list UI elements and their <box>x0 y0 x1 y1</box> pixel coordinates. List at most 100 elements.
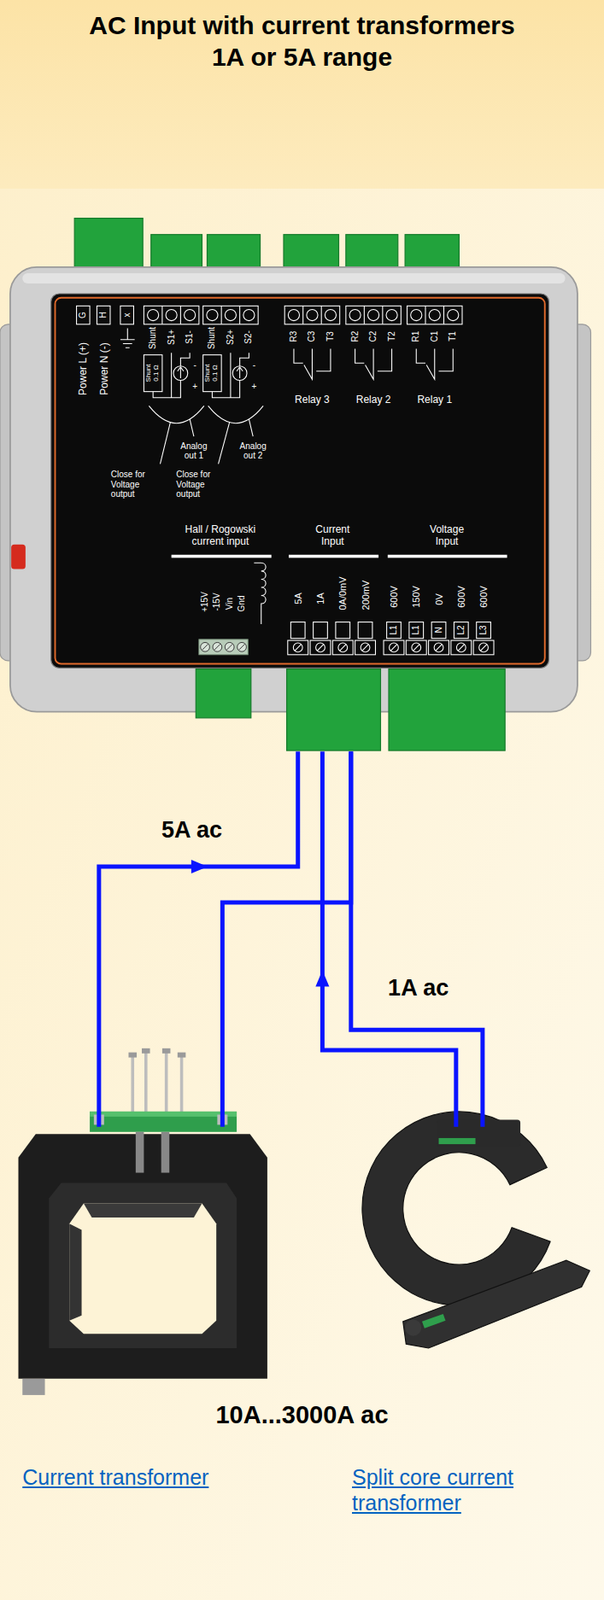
wire <box>322 751 456 1127</box>
panel-symbols <box>184 309 196 321</box>
pin-name: Gnd <box>236 596 247 613</box>
panel-symbols <box>431 622 446 640</box>
terminal-letter: G <box>78 311 89 319</box>
input-heading: Voltage Input <box>421 524 473 549</box>
current-label: 1A ac <box>387 976 449 1003</box>
voltage-range: 600V <box>455 586 467 609</box>
panel-symbols <box>363 305 382 324</box>
panel-symbols <box>303 305 322 324</box>
panel-symbols <box>147 309 159 321</box>
resistor-value: Shunt 0.1 Ω <box>145 362 161 385</box>
input-heading: Hall / Rogowski current input <box>177 524 264 549</box>
panel-symbols <box>294 645 487 651</box>
pin-name: C2 <box>368 331 379 343</box>
polarity-sign: - <box>193 360 196 371</box>
input-heading-bar <box>171 555 272 559</box>
bottom-terminal-plug <box>388 669 505 752</box>
panel-symbols <box>232 366 247 382</box>
current-transformer-drawing <box>69 1224 82 1321</box>
current-transformer-drawing <box>69 1203 217 1335</box>
current-label: 5A ac <box>161 818 223 845</box>
pin-name: Vin <box>224 598 235 610</box>
pin-name: R3 <box>288 331 300 343</box>
pin-name: C3 <box>307 331 318 343</box>
din-housing <box>11 545 26 570</box>
panel-symbols <box>208 405 264 423</box>
arrowhead <box>191 860 208 874</box>
terminal-range: 0A/0mV <box>337 576 349 610</box>
terminal-range: 1A <box>315 592 327 604</box>
split-core-drawing <box>439 1138 476 1145</box>
current-input-terminal: Current Input 5A 1A 0A/0mV 200mV <box>287 518 382 752</box>
voltage-range: 0V <box>433 593 445 605</box>
panel-symbols <box>284 305 340 324</box>
panel-symbols <box>162 305 181 324</box>
current-transformer-drawing <box>132 1053 182 1118</box>
input-heading: Current Input <box>306 524 358 549</box>
front-panel <box>51 293 550 669</box>
pin-name: S1- <box>184 331 195 346</box>
panel-symbols <box>453 622 469 640</box>
terminal-range: 5A <box>292 592 304 604</box>
hall-terminal <box>199 639 248 656</box>
panel-symbols <box>236 367 243 379</box>
output-label: Analog out 2 <box>235 440 270 461</box>
din-housing <box>22 273 565 284</box>
din-housing <box>0 267 591 713</box>
panel-symbols <box>221 305 240 324</box>
terminal-name: L3 <box>478 625 489 635</box>
pin-name: R2 <box>350 331 361 343</box>
panel-symbols <box>476 622 492 640</box>
pin-name: Shunt <box>147 327 159 350</box>
current-transformer: Current transformer <box>17 1127 269 1398</box>
voltage-range: 600V <box>478 586 490 609</box>
power-label: Power L (+) <box>77 342 90 396</box>
range-label: 10A...3000A ac <box>215 1401 388 1431</box>
arrowhead <box>315 970 329 987</box>
voltage-range: 600V <box>388 586 400 609</box>
terminal-letter: x <box>122 313 133 318</box>
input-heading-bar <box>387 555 508 559</box>
panel-symbols <box>313 622 329 640</box>
bottom-terminal-plug <box>195 669 505 752</box>
panel-symbols <box>335 622 351 640</box>
wire <box>99 751 299 1127</box>
panel-symbols <box>290 622 305 640</box>
panel-symbols <box>148 405 204 423</box>
panel-symbols <box>203 355 222 393</box>
note: Close for Voltage output <box>175 469 226 500</box>
pin-name: S2+ <box>225 329 236 346</box>
current-transformer-drawing <box>89 1112 237 1133</box>
split-core-transformer: Split core current transformer <box>362 1127 587 1398</box>
panel-symbols <box>206 309 218 321</box>
pin-name: T2 <box>387 331 398 342</box>
panel-symbols <box>447 309 459 321</box>
polarity-sign: + <box>251 381 257 393</box>
panel-symbols <box>173 366 188 382</box>
hall-terminal <box>201 644 245 651</box>
pin-name: +15V <box>199 592 211 613</box>
current-transformer-drawing <box>135 1132 145 1174</box>
resistor-value: Shunt 0.1 Ω <box>205 362 221 385</box>
panel-symbols <box>76 305 91 324</box>
panel-symbols <box>177 367 184 379</box>
panel-symbols <box>345 305 401 324</box>
voltage-range: 150V <box>410 586 423 609</box>
panel-symbols <box>224 309 236 321</box>
current-transformer-drawing <box>177 1053 187 1059</box>
pin-name: C1 <box>429 331 440 343</box>
panel-symbols <box>120 328 135 349</box>
terminal-range: 200mV <box>359 580 371 611</box>
bottom-terminal-plug <box>195 669 251 719</box>
terminal-name: L1 <box>411 625 423 635</box>
panel-symbols <box>409 622 424 640</box>
panel-symbols <box>287 309 300 321</box>
panel-symbols <box>203 305 259 324</box>
output-label: Analog out 1 <box>176 440 212 461</box>
panel-symbols <box>293 348 331 380</box>
terminal-name: N <box>433 627 445 634</box>
